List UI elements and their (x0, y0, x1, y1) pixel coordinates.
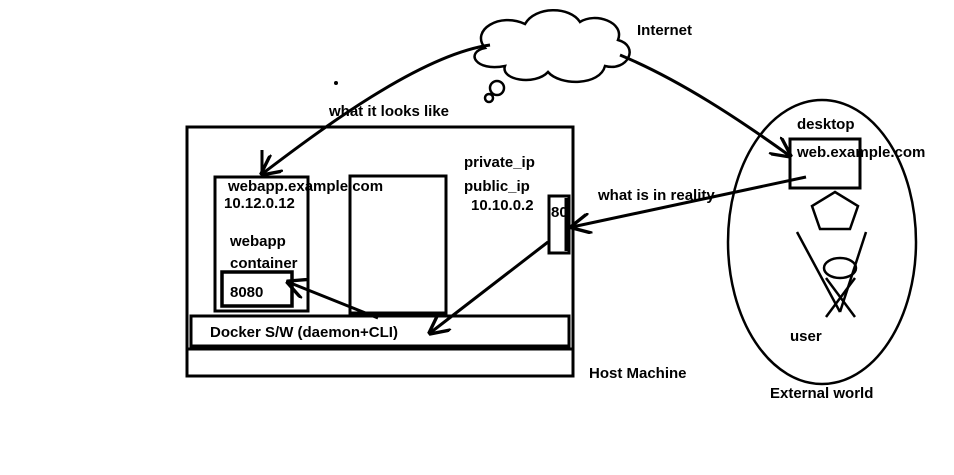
host-ip-label: 10.10.0.2 (471, 197, 534, 214)
docker-software-label: Docker S/W (daemon+CLI) (210, 324, 398, 341)
stray-dot (334, 81, 338, 85)
arrow-internet-to-desktop (619, 53, 790, 156)
arrow-host-port-to-docker (430, 240, 549, 333)
desktop-url-label: web.example.com (796, 144, 925, 161)
internet-cloud (473, 9, 631, 104)
desktop-box (788, 137, 862, 190)
external-world-ellipse (726, 98, 918, 386)
desktop-label: desktop (797, 116, 855, 133)
container-port-label: 8080 (230, 284, 263, 301)
container-hostname-label: webapp.example.com (227, 178, 383, 195)
container-name-line1: webapp (229, 233, 286, 250)
what-it-looks-like-label: what it looks like (328, 103, 449, 120)
container-ip-label: 10.12.0.12 (224, 195, 295, 212)
host-machine-box (185, 125, 575, 378)
what-is-in-reality-label: what is in reality (597, 187, 715, 204)
host-machine-label: Host Machine (589, 365, 687, 382)
internet-label: Internet (637, 22, 692, 39)
second-container-box (348, 174, 448, 315)
arrow-internet-to-container (262, 43, 491, 174)
host-port-label: 80 (551, 204, 568, 221)
external-world-label: External world (770, 385, 873, 402)
public-ip-label: public_ip (464, 178, 530, 195)
user-figure (795, 190, 868, 318)
private-ip-label: private_ip (464, 154, 535, 171)
container-name-line2: container (230, 255, 298, 272)
arrow-desktop-to-host-port (572, 175, 807, 227)
user-label: user (790, 328, 822, 345)
docker-software-bar (189, 314, 571, 348)
arrow-docker-to-container-port (288, 282, 379, 320)
